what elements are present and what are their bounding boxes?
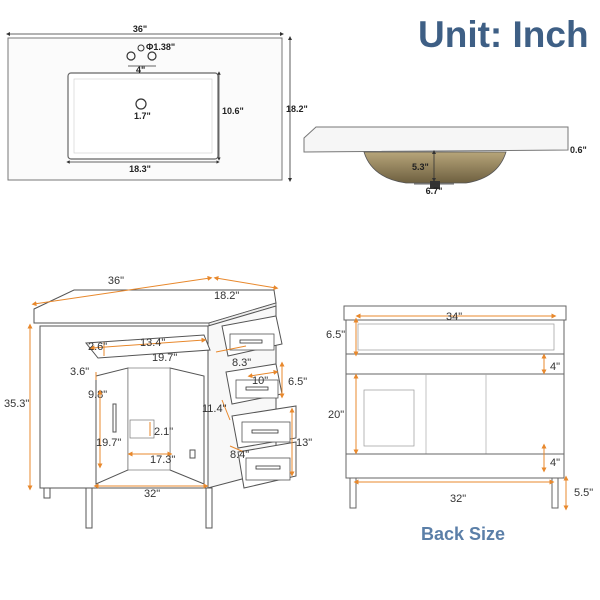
front-height-label: 35.3"	[4, 398, 29, 410]
bowl-depth-label: 5.3"	[412, 162, 429, 172]
drawer-side-label: 11.4"	[202, 403, 227, 415]
basin-depth-label: 10.6"	[222, 106, 244, 116]
page-title: Unit: Inch	[418, 14, 589, 55]
faucet-hole-left	[126, 51, 136, 61]
drain-pipe	[430, 181, 440, 189]
basin-width-label: 18.3"	[129, 164, 151, 174]
top-width-label: 36"	[133, 24, 147, 34]
back-leg-left	[349, 477, 357, 509]
drawer-4	[237, 441, 297, 489]
leg-front-left	[43, 487, 51, 499]
back-rail	[345, 353, 565, 375]
back-middle-height-label: 20"	[328, 409, 344, 421]
front-width-label: 36"	[108, 275, 124, 287]
faucet-hole-center	[137, 44, 145, 52]
back-view: 34" 6.5" 4" 20" 4" 32" 5.5"	[326, 305, 593, 511]
left-door	[95, 367, 129, 485]
drawer-1	[221, 315, 283, 357]
cabinet-inner-height-label: 19.7"	[96, 437, 121, 449]
drawer-width-label: 10"	[252, 375, 268, 387]
small-drawer-height-label: 3.6"	[70, 366, 89, 378]
back-size-label: Back Size	[421, 524, 506, 544]
back-base-width-label: 32"	[450, 493, 466, 505]
top-view: 36" 18.2" Φ1.38" 4" 1.7" 10.6" 18.3"	[6, 24, 308, 182]
leg-front-mid	[85, 487, 93, 529]
drawer-low-height-label: 8.4"	[230, 449, 249, 461]
shelf-width-label: 19.7"	[152, 352, 177, 364]
interior-width-label: 17.3"	[150, 454, 175, 466]
back-top-height-label: 6.5"	[326, 329, 345, 341]
basin-inner	[73, 78, 213, 154]
top-thickness-label: 0.6"	[570, 145, 587, 155]
right-door-hinge	[189, 449, 196, 459]
interior-shelf	[129, 419, 155, 439]
door-inner-width-label: 9.8"	[88, 389, 107, 401]
basin-bowl	[363, 151, 507, 184]
leg-front-right	[205, 487, 213, 529]
drawer-stack-height-label: 13"	[296, 437, 312, 449]
faucet-hole-label: Φ1.38"	[146, 42, 175, 52]
back-lower-gap-label: 4"	[550, 457, 560, 469]
hole-spacing-label: 4"	[136, 65, 145, 75]
back-top-panel	[345, 319, 565, 355]
false-drawer-width-label: 13.4"	[140, 337, 165, 349]
drawer-3	[231, 405, 297, 449]
drain-label: 1.7"	[134, 111, 151, 121]
right-door	[169, 367, 205, 485]
false-drawer-height-label: 2.6"	[88, 341, 107, 353]
shelf-height-label: 2.1"	[154, 426, 173, 438]
back-bottom-rail	[345, 453, 565, 479]
side-view: 5.3" 6.7" 0.6"	[303, 126, 587, 196]
faucet-hole-right	[147, 51, 157, 61]
front-view: 36" 18.2" 35.3" 2.6" 13.4" 19.7" 3.6" 9.…	[4, 275, 312, 529]
left-door-handle	[112, 403, 117, 433]
drain-width-label: 6.7"	[426, 186, 443, 196]
back-upper-gap-label: 4"	[550, 361, 560, 373]
front-base-width-label: 32"	[144, 488, 160, 500]
drawer-depth-label: 6.5"	[288, 376, 307, 388]
back-leg-height-label: 5.5"	[574, 487, 593, 499]
back-top-width-label: 34"	[446, 311, 462, 323]
countertop-side	[303, 126, 569, 153]
back-inner-box	[363, 389, 415, 447]
drawer-upper-height-label: 8.3"	[232, 357, 251, 369]
front-depth-label: 18.2"	[214, 290, 239, 302]
top-depth-label: 18.2"	[286, 104, 308, 114]
back-leg-right	[551, 477, 559, 509]
drain-hole	[135, 98, 147, 110]
